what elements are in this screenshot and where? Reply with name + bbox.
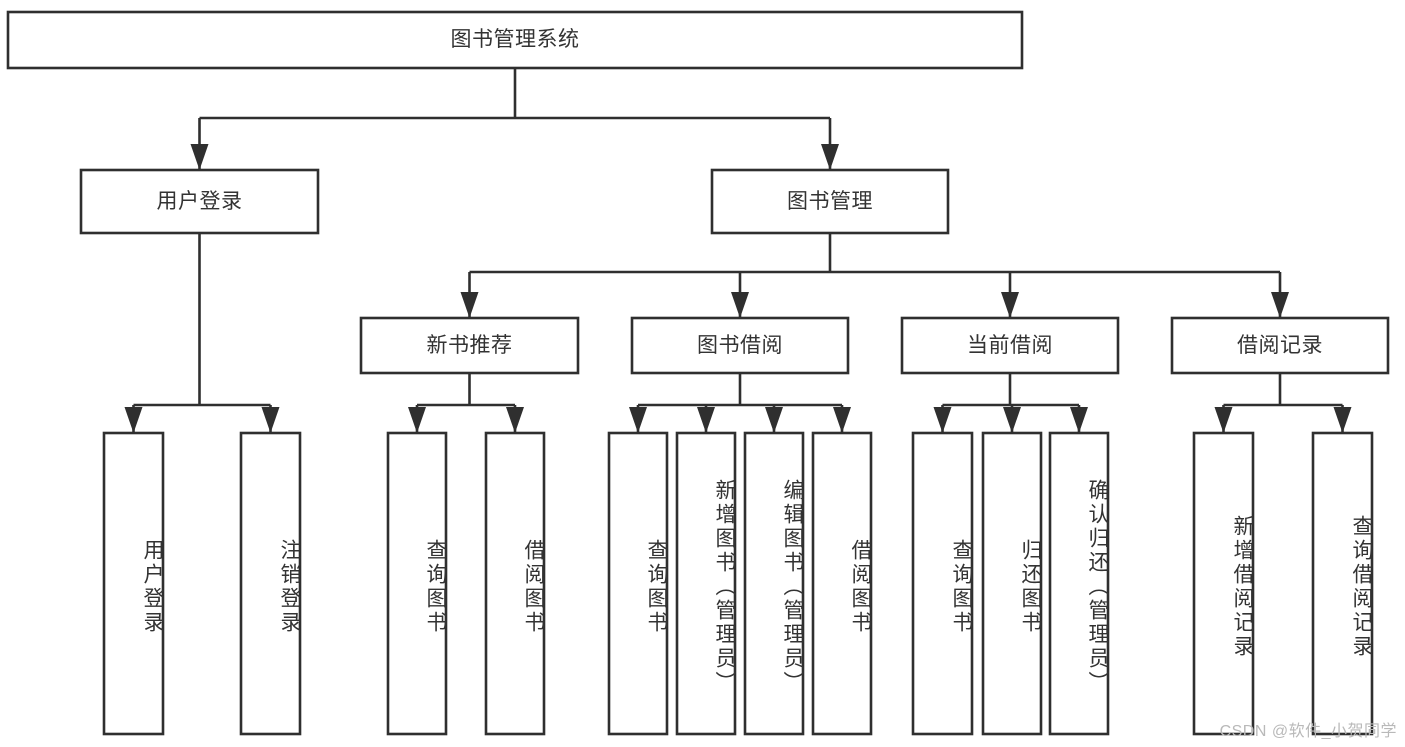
node-box-book-management[interactable] xyxy=(710,168,950,235)
arrow-head-book-management-0 xyxy=(460,292,479,318)
node-box-leaf-add-book[interactable] xyxy=(675,431,737,736)
connectors-layer xyxy=(124,68,1352,433)
node-box-borrow-records[interactable] xyxy=(1170,316,1390,375)
node-box-user-login[interactable] xyxy=(79,168,320,235)
node-box-leaf-user-login[interactable] xyxy=(102,431,165,736)
node-box-current-borrow[interactable] xyxy=(900,316,1120,375)
node-box-leaf-add-borrow-record[interactable] xyxy=(1192,431,1255,736)
arrow-head-borrow-records-0 xyxy=(1214,407,1233,433)
arrow-head-book-management-3 xyxy=(1271,292,1289,318)
boxes-layer xyxy=(6,10,1390,736)
node-box-new-book-recommend[interactable] xyxy=(359,316,580,375)
arrow-head-new-book-recommend-0 xyxy=(408,407,426,433)
arrow-head-new-book-recommend-1 xyxy=(506,407,524,433)
arrow-head-current-borrow-1 xyxy=(1003,407,1021,433)
node-box-leaf-query-book-3[interactable] xyxy=(911,431,974,736)
arrow-head-book-borrow-2 xyxy=(765,407,783,433)
watermark-text: CSDN @软件_小贺同学 xyxy=(1219,723,1397,740)
arrow-head-book-management-2 xyxy=(1001,292,1019,318)
node-box-root[interactable] xyxy=(6,10,1024,70)
arrow-head-book-borrow-3 xyxy=(833,407,851,433)
arrow-head-root-0 xyxy=(190,144,209,170)
node-box-leaf-query-book-2[interactable] xyxy=(607,431,669,736)
arrow-head-book-borrow-1 xyxy=(697,407,715,433)
node-box-leaf-confirm-return[interactable] xyxy=(1048,431,1110,736)
arrow-head-user-login-1 xyxy=(261,407,280,433)
arrow-head-book-management-1 xyxy=(731,292,749,318)
node-box-leaf-return-book[interactable] xyxy=(981,431,1043,736)
node-box-leaf-logout[interactable] xyxy=(239,431,302,736)
arrow-head-root-1 xyxy=(821,144,839,170)
node-box-leaf-borrow-book-1[interactable] xyxy=(484,431,546,736)
arrow-head-borrow-records-1 xyxy=(1333,407,1352,433)
arrow-head-current-borrow-2 xyxy=(1070,407,1088,433)
node-box-leaf-query-borrow-record[interactable] xyxy=(1311,431,1374,736)
node-box-book-borrow[interactable] xyxy=(630,316,850,375)
arrow-head-current-borrow-0 xyxy=(933,407,952,433)
node-box-leaf-borrow-book-2[interactable] xyxy=(811,431,873,736)
arrow-head-book-borrow-0 xyxy=(629,407,647,433)
node-box-leaf-edit-book[interactable] xyxy=(743,431,805,736)
arrow-head-user-login-0 xyxy=(124,407,143,433)
node-box-leaf-query-book-1[interactable] xyxy=(386,431,448,736)
